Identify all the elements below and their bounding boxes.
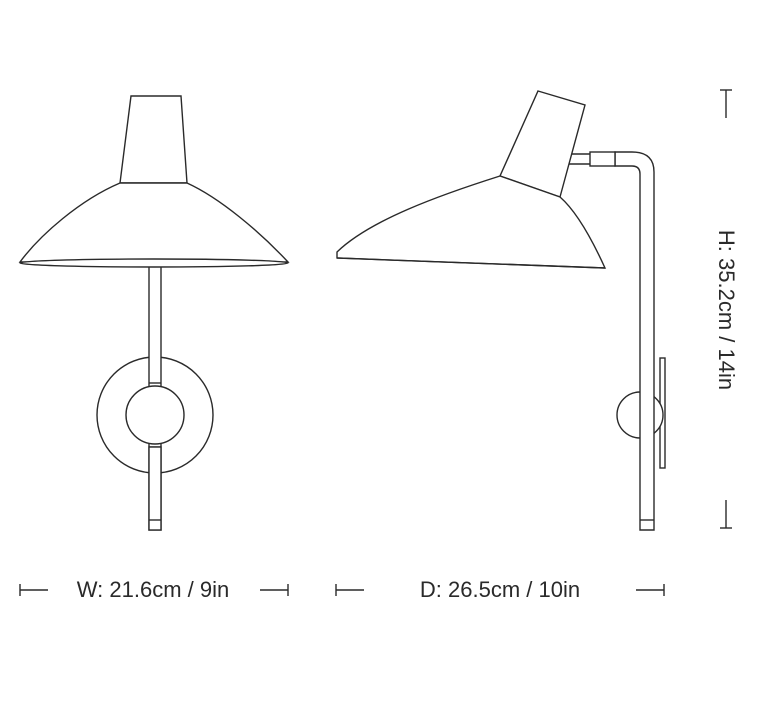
side-view-lamp [336, 90, 666, 531]
height-label: H: 35.2cm / 14in [714, 230, 739, 390]
side-arm-rod [614, 151, 655, 531]
width-dimension: W: 21.6cm / 9in [19, 577, 289, 602]
front-shade-top [119, 95, 188, 184]
width-label: W: 21.6cm / 9in [77, 577, 229, 602]
side-connector-sleeve [589, 151, 616, 167]
depth-dimension: D: 26.5cm / 10in [335, 577, 665, 602]
depth-label: D: 26.5cm / 10in [420, 577, 580, 602]
front-shade-cone [18, 182, 290, 263]
front-lower-rod [148, 446, 162, 531]
height-dimension: H: 35.2cm / 14in [714, 89, 739, 529]
front-shade-rim [19, 258, 289, 268]
front-view-lamp [18, 95, 290, 531]
side-shade-cone [336, 175, 607, 269]
side-shade-rim [336, 257, 606, 269]
front-ball-joint [125, 385, 185, 445]
